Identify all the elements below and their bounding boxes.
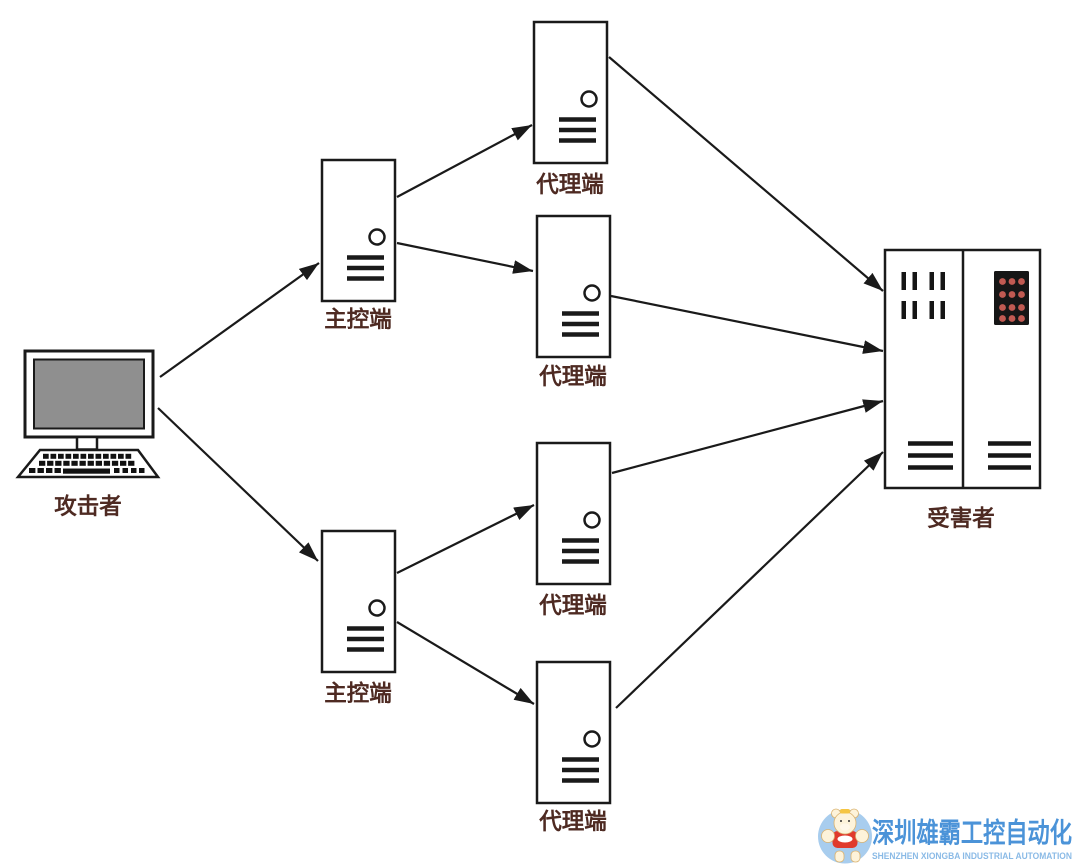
node-agent1: 代理端: [534, 22, 607, 197]
edges: [157, 56, 884, 709]
bear-mascot-icon: [818, 808, 872, 864]
rack-bottom-vents: [908, 441, 1031, 470]
master1-label: 主控端: [324, 306, 392, 332]
tower-server-icon: [537, 216, 610, 357]
node-master2: 主控端: [322, 531, 395, 706]
edge-attacker-master1: [159, 262, 320, 378]
agent3-label: 代理端: [538, 593, 607, 618]
rack-led-dots: [999, 278, 1025, 322]
edge-master1-agent2: [396, 241, 534, 274]
tower-server-icon: [322, 531, 395, 672]
edge-agent1-victim: [608, 56, 884, 292]
edge-agent2-victim: [610, 294, 884, 354]
tower-server-icon: [322, 160, 395, 301]
keyboard-keys: [29, 453, 145, 474]
desktop-computer-icon: [15, 349, 161, 479]
edge-agent4-victim: [615, 451, 884, 709]
server-rack-icon: [883, 248, 1042, 490]
node-master1: 主控端: [322, 160, 395, 332]
monitor-screen: [33, 358, 145, 430]
victim-label: 受害者: [927, 505, 995, 531]
edge-master2-agent4: [396, 621, 535, 705]
agent4-label: 代理端: [538, 809, 607, 834]
logo-text-cn: 深圳雄霸工控自动化: [872, 817, 1072, 848]
master2-label: 主控端: [324, 680, 392, 706]
spacebar-key: [63, 468, 110, 474]
attacker-label: 攻击者: [54, 493, 122, 519]
node-victim: 受害者: [883, 248, 1042, 531]
tower-server-icon: [534, 22, 607, 163]
edge-master1-agent1: [396, 124, 533, 198]
monitor-stand: [75, 435, 99, 451]
company-logo: 深圳雄霸工控自动化 SHENZHEN XIONGBA INDUSTRIAL AU…: [818, 808, 1072, 864]
node-agent4: 代理端: [537, 662, 610, 834]
agent1-label: 代理端: [535, 172, 604, 197]
node-attacker: 攻击者: [15, 349, 161, 519]
edge-agent3-victim: [611, 399, 884, 475]
rack-vent-slots: [901, 272, 945, 319]
logo-text-en: SHENZHEN XIONGBA INDUSTRIAL AUTOMATION: [872, 851, 1072, 862]
node-agent2: 代理端: [537, 216, 610, 389]
tower-server-icon: [537, 662, 610, 803]
edge-attacker-master2: [157, 407, 319, 562]
node-agent3: 代理端: [537, 443, 610, 618]
tower-server-icon: [537, 443, 610, 584]
edge-master2-agent3: [396, 504, 535, 574]
agent2-label: 代理端: [538, 364, 607, 389]
